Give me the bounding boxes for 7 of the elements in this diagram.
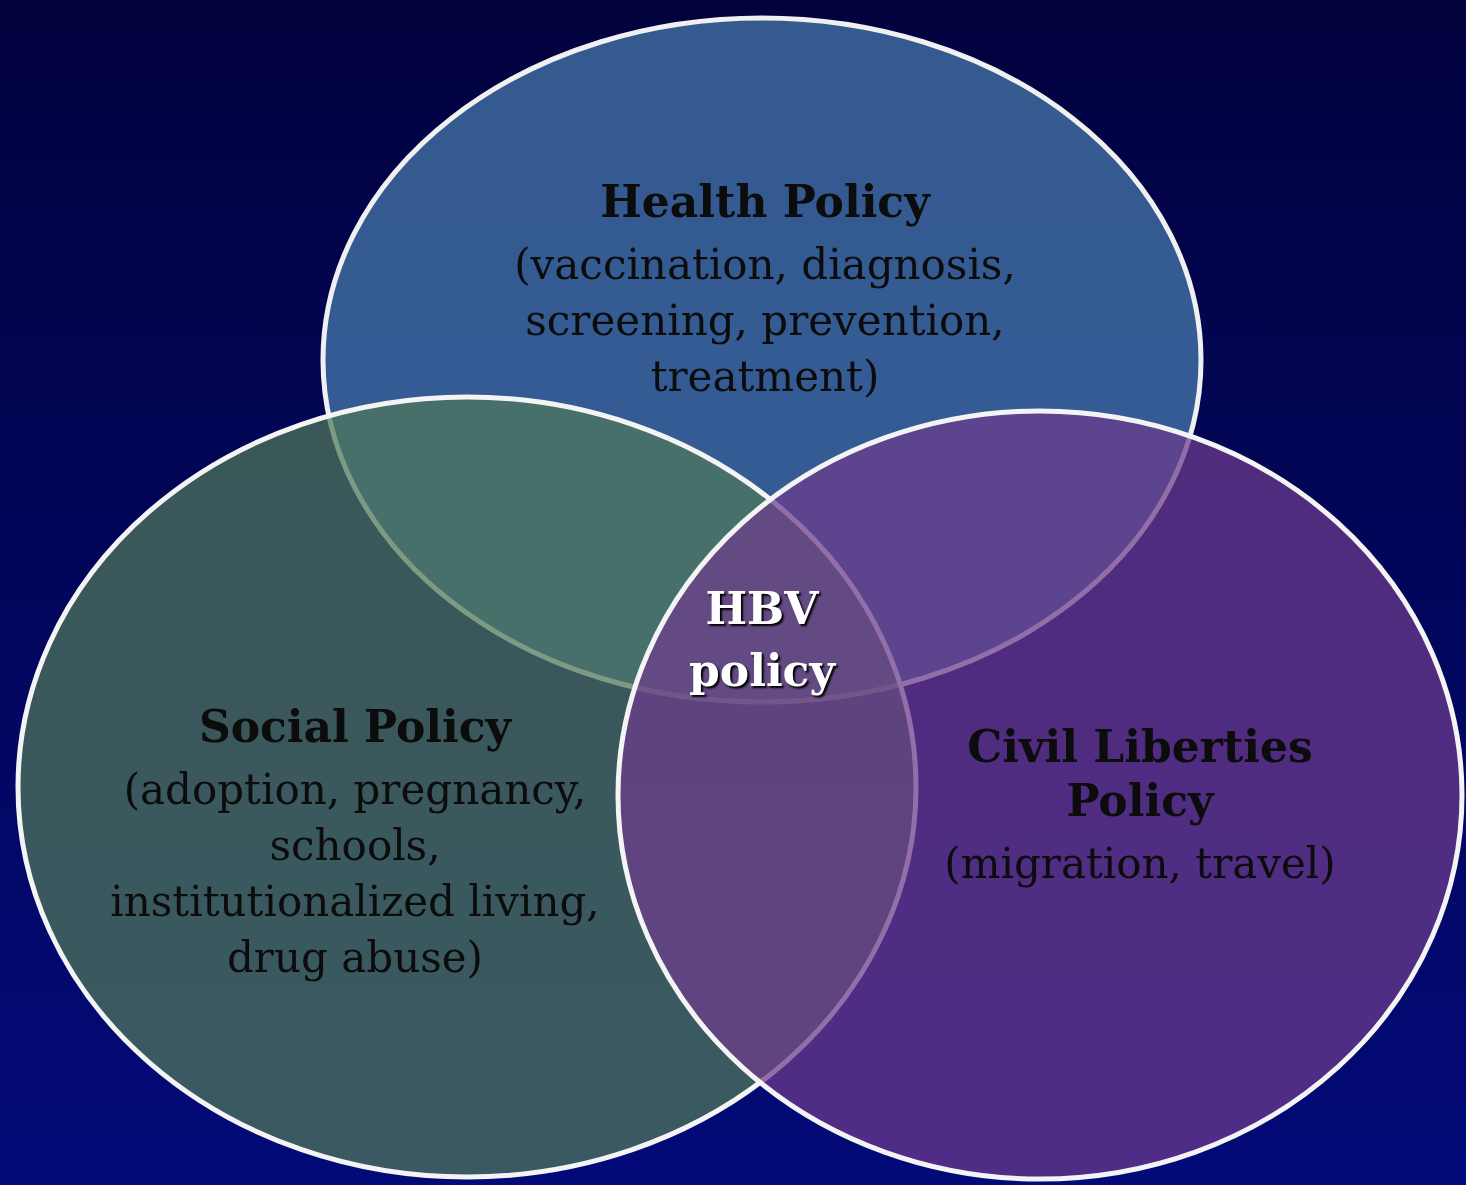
circle-title: Civil Liberties Policy bbox=[966, 720, 1314, 828]
center-label: HBV policy bbox=[688, 582, 837, 698]
circle-title: Health Policy bbox=[599, 175, 932, 229]
circle-description: (adoption, pregnancy, schools, institutionalized living, drug abuse) bbox=[110, 764, 600, 984]
circle-description: (vaccination, diagnosis, screening, prevention, treatment) bbox=[513, 239, 1017, 403]
circle-description: (migration, travel) bbox=[943, 838, 1337, 890]
circle-title: Social Policy bbox=[197, 700, 513, 754]
